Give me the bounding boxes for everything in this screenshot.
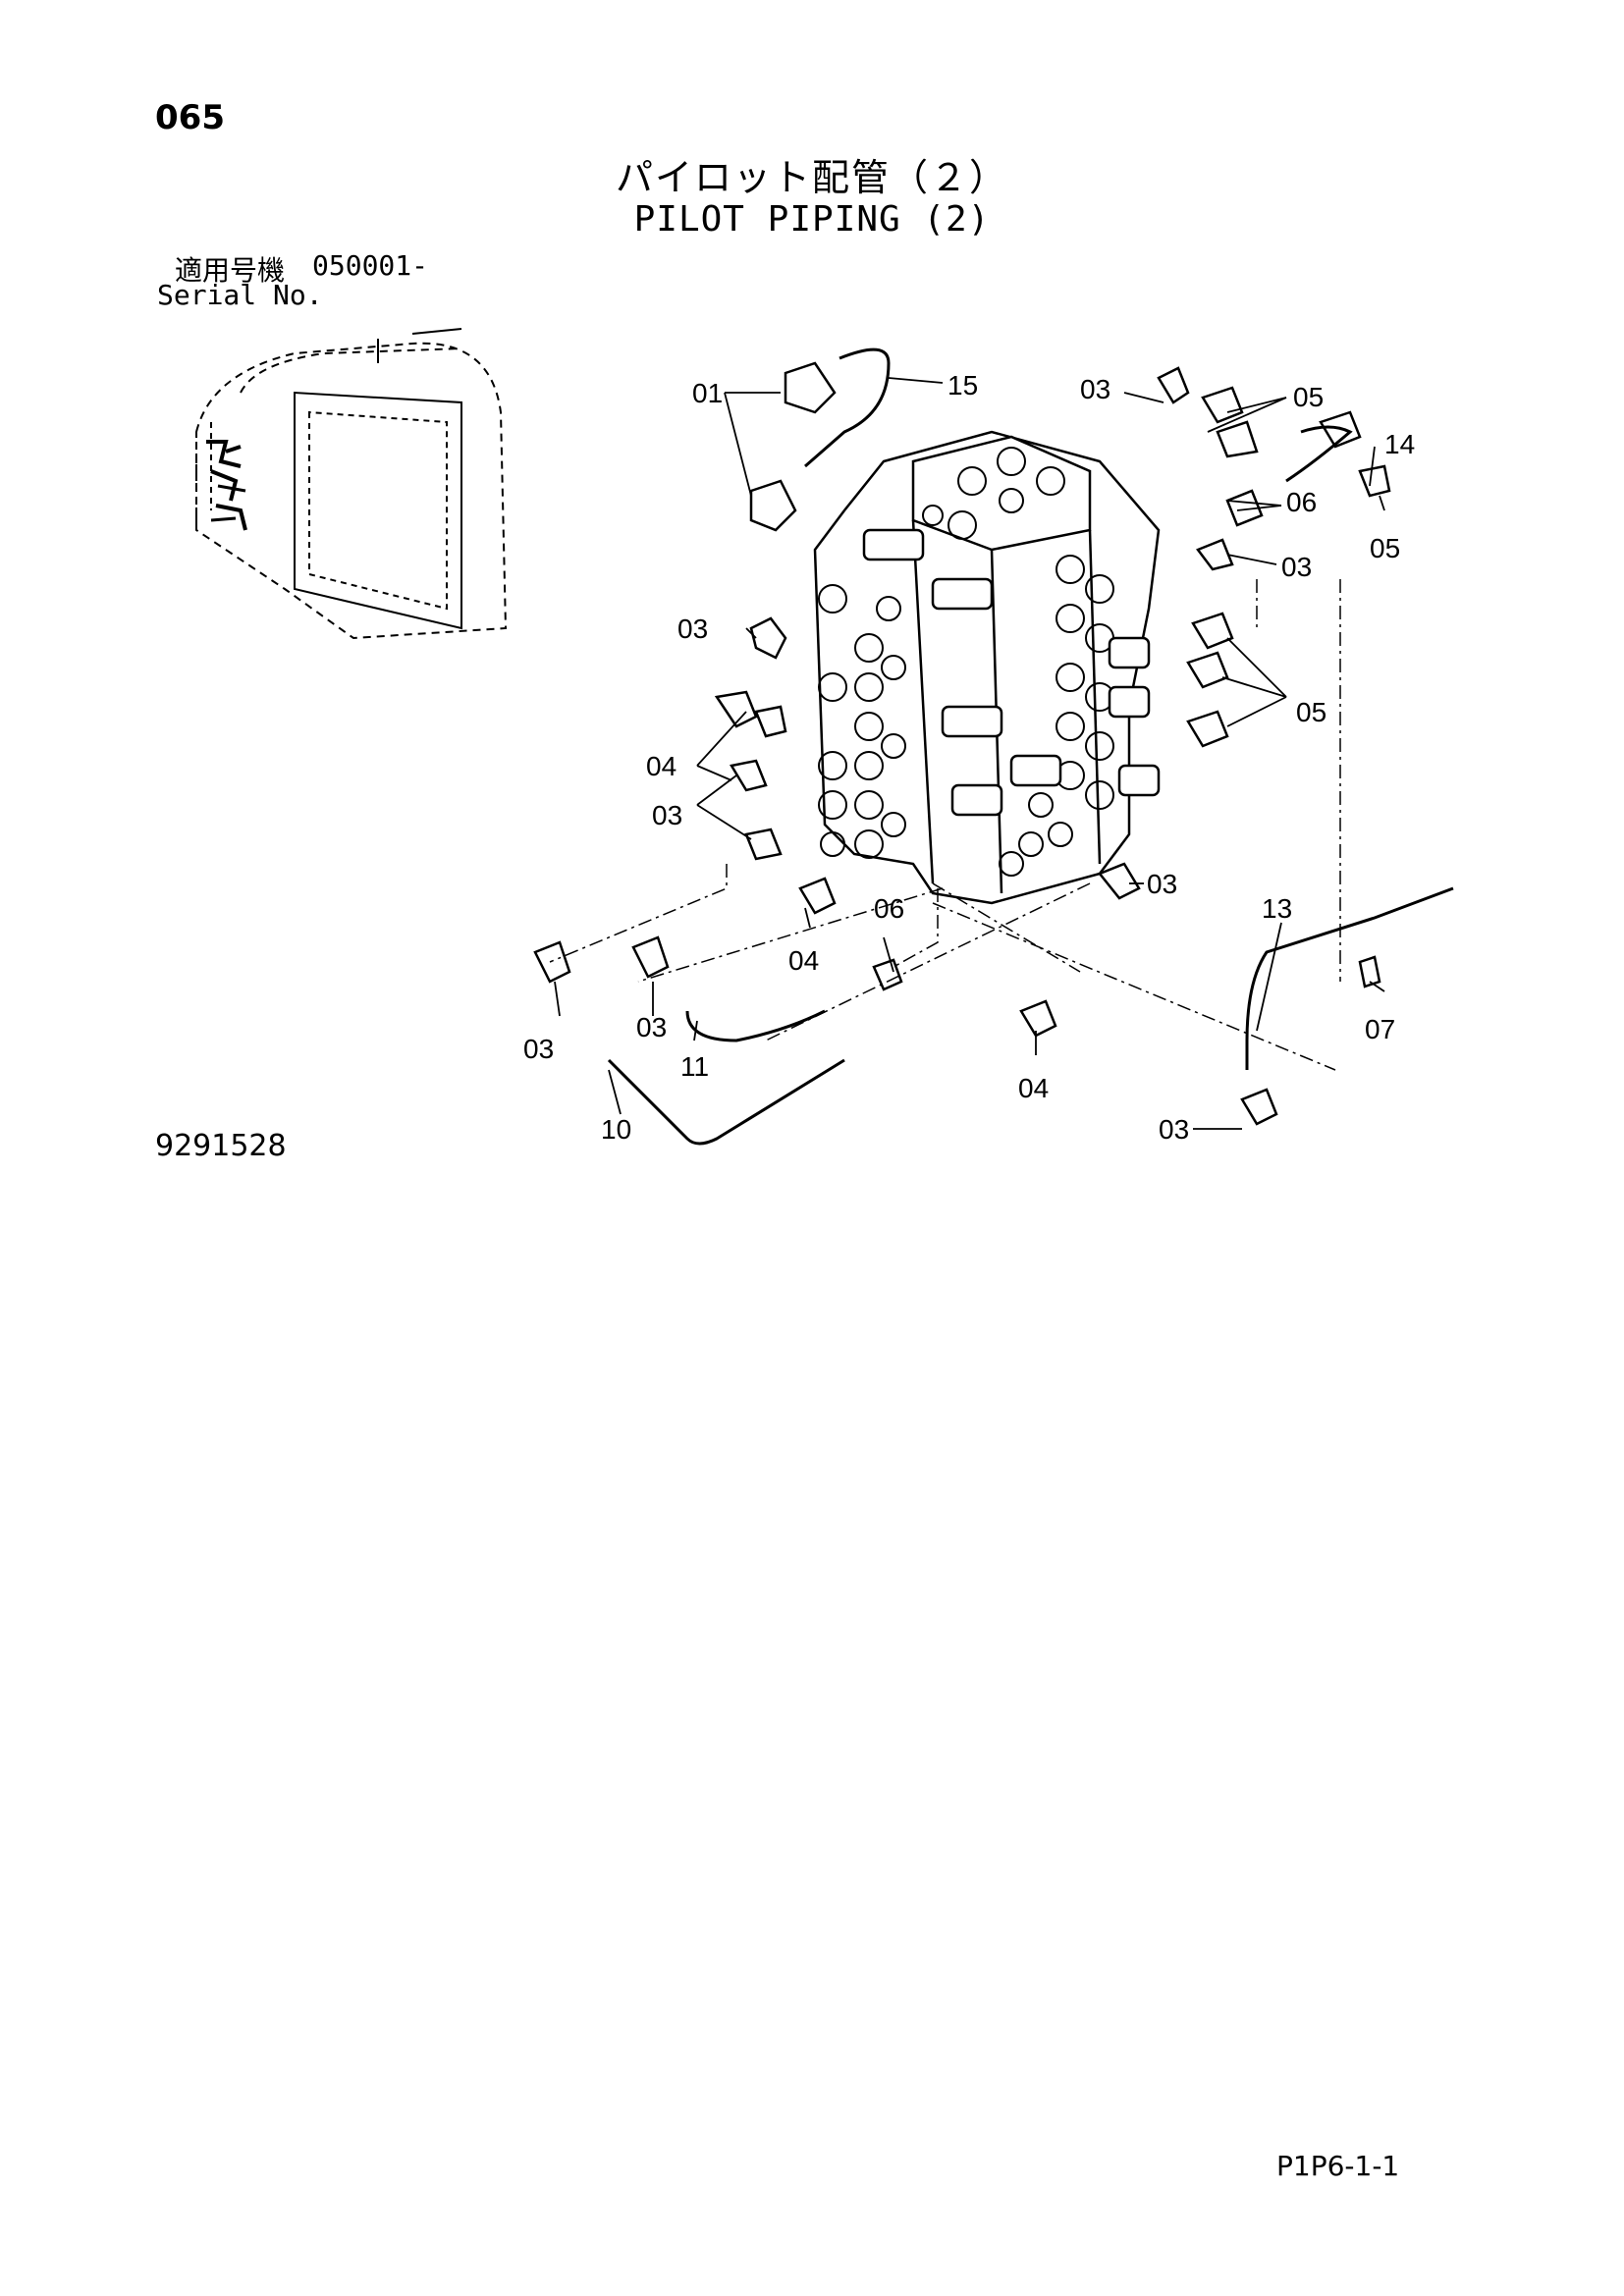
callout-label-03: 03 — [1147, 869, 1177, 899]
callout-label-06: 06 — [1286, 487, 1317, 517]
machine-overview-icon — [195, 328, 508, 640]
callout-label-03: 03 — [1080, 374, 1110, 404]
callout-label-06: 06 — [874, 893, 904, 924]
callout-leaders — [554, 377, 1385, 1130]
callout-label-07: 07 — [1365, 1014, 1395, 1044]
callout-label-11: 11 — [680, 1051, 709, 1082]
callout-label-03: 03 — [523, 1034, 554, 1064]
control-valve-body — [813, 430, 1161, 905]
page-code: P1P6-1-1 — [1276, 2150, 1400, 2182]
callout-label-05: 05 — [1293, 382, 1324, 412]
reference-lines — [549, 579, 1341, 1071]
callout-label-13: 13 — [1262, 893, 1292, 924]
callout-label-05: 05 — [1370, 533, 1400, 563]
callout-label-14: 14 — [1384, 429, 1415, 459]
callout-label-03: 03 — [1159, 1114, 1189, 1145]
callout-label-03: 03 — [677, 614, 708, 644]
callout-labels: 01 15 03 05 14 06 05 03 03 05 04 03 03 0… — [523, 370, 1415, 1145]
callout-label-01: 01 — [692, 378, 723, 408]
page-title-english: PILOT PIPING (2) — [633, 199, 991, 240]
pipe-fittings — [533, 361, 1391, 1126]
callout-label-05: 05 — [1296, 697, 1326, 727]
callout-label-03: 03 — [1281, 552, 1312, 582]
page-number: 065 — [155, 98, 225, 137]
callout-label-15: 15 — [947, 370, 978, 400]
callout-label-04: 04 — [1018, 1073, 1049, 1103]
pilot-hoses — [607, 347, 1454, 1146]
callout-label-04: 04 — [788, 945, 819, 976]
serial-number-range: 050001- — [312, 249, 429, 282]
callout-label-04: 04 — [646, 751, 677, 781]
page-title-japanese: パイロット配管（２） — [615, 156, 1008, 199]
callout-label-10: 10 — [601, 1114, 631, 1145]
serial-label-english: Serial No. — [157, 279, 323, 311]
drawing-number: 9291528 — [155, 1129, 287, 1163]
callout-label-03: 03 — [652, 800, 682, 830]
callout-label-03: 03 — [636, 1012, 667, 1042]
serial-label-japanese: 適用号機 — [175, 254, 286, 287]
